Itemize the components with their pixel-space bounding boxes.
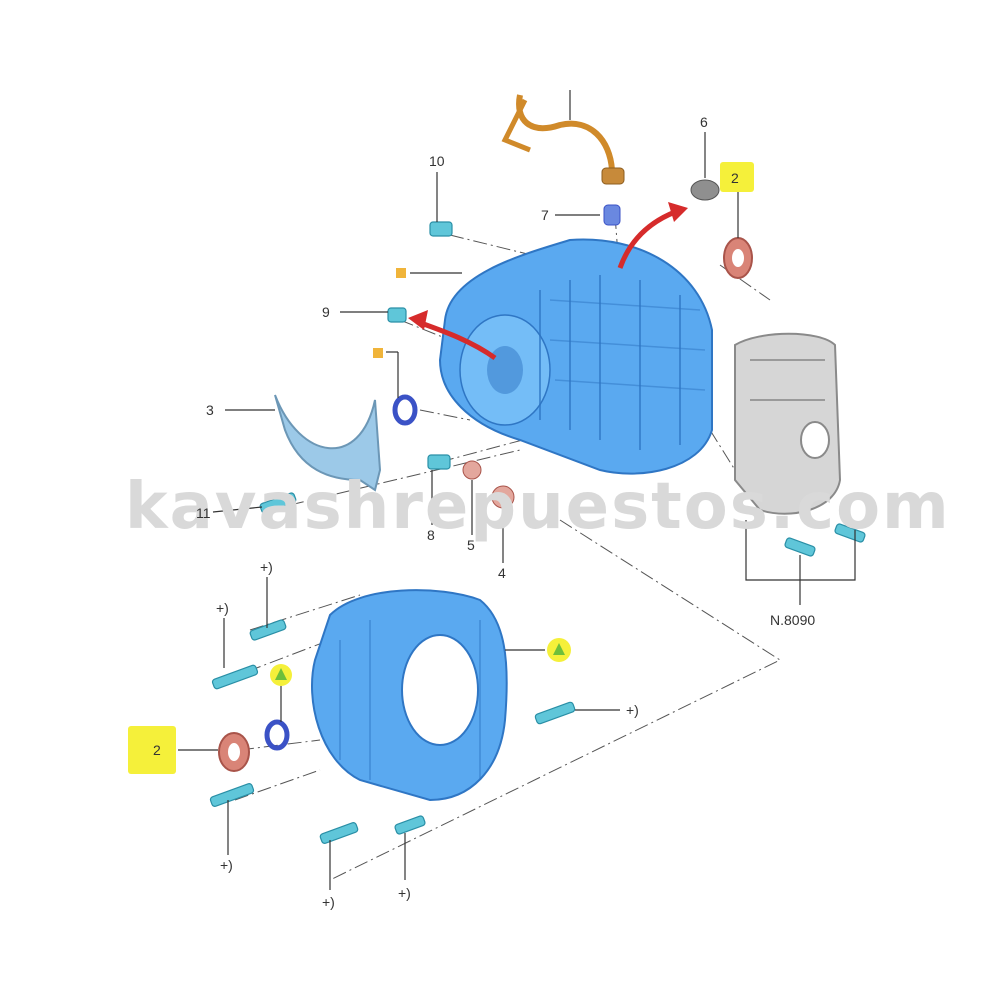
callout-6: 6	[700, 114, 708, 130]
bolt-plus-3	[534, 701, 576, 725]
callout-2-bottom: 2	[153, 742, 161, 758]
bolt-10	[429, 221, 453, 237]
o-ring-upper	[392, 394, 418, 426]
callout-11: 11	[196, 505, 211, 521]
square-marker-1	[396, 268, 406, 278]
callout-plus-2: +)	[216, 600, 229, 616]
callout-10: 10	[429, 153, 445, 169]
watermark: kavashrepuestos.com	[125, 470, 951, 544]
markers	[128, 162, 754, 774]
callout-plus-5: +)	[322, 894, 335, 910]
seals-and-rings	[218, 237, 753, 772]
bolt-11	[259, 492, 297, 514]
callout-plus-4: +)	[220, 857, 233, 873]
callout-plus-1: +)	[260, 559, 273, 575]
stud-n8090-b	[834, 523, 866, 543]
callout-7: 7	[541, 207, 549, 223]
callout-9: 9	[322, 304, 330, 320]
callout-plus-3: +)	[626, 702, 639, 718]
cap-6	[690, 179, 720, 201]
o-ring-lower	[264, 719, 290, 751]
bolt-plus-4	[209, 783, 255, 807]
callout-n8090: N.8090	[770, 612, 815, 628]
side-cover	[734, 332, 842, 515]
wiring-harness	[501, 90, 625, 185]
callout-5: 5	[467, 537, 475, 553]
shift-fork	[274, 394, 382, 492]
leader-lines	[178, 132, 856, 890]
callout-3: 3	[206, 402, 214, 418]
part-5	[462, 460, 482, 480]
callout-labels: 10 7 6 2 9 3 11 8 5 4 N.8090 +) +) +) +)…	[153, 114, 815, 910]
flow-arrows	[408, 202, 688, 361]
callout-plus-6: +)	[398, 885, 411, 901]
bolt-plus-1	[249, 619, 287, 641]
square-marker-2	[373, 348, 383, 358]
plug-8	[427, 454, 451, 470]
bolt-plus-5	[319, 822, 359, 844]
highlight-2-top	[720, 162, 754, 192]
transmission-housing	[438, 238, 713, 475]
bolt-plus-6	[394, 815, 426, 835]
highlight-2-bottom	[128, 726, 176, 774]
callout-4: 4	[498, 565, 506, 581]
callout-8: 8	[427, 527, 435, 543]
bell-housing	[311, 589, 508, 802]
callout-2-top: 2	[731, 170, 739, 186]
bolt-plus-2	[211, 664, 259, 690]
fasteners	[209, 179, 866, 844]
plug-9	[387, 307, 407, 323]
stud-n8090-a	[784, 537, 816, 557]
sensor-7	[603, 204, 621, 226]
